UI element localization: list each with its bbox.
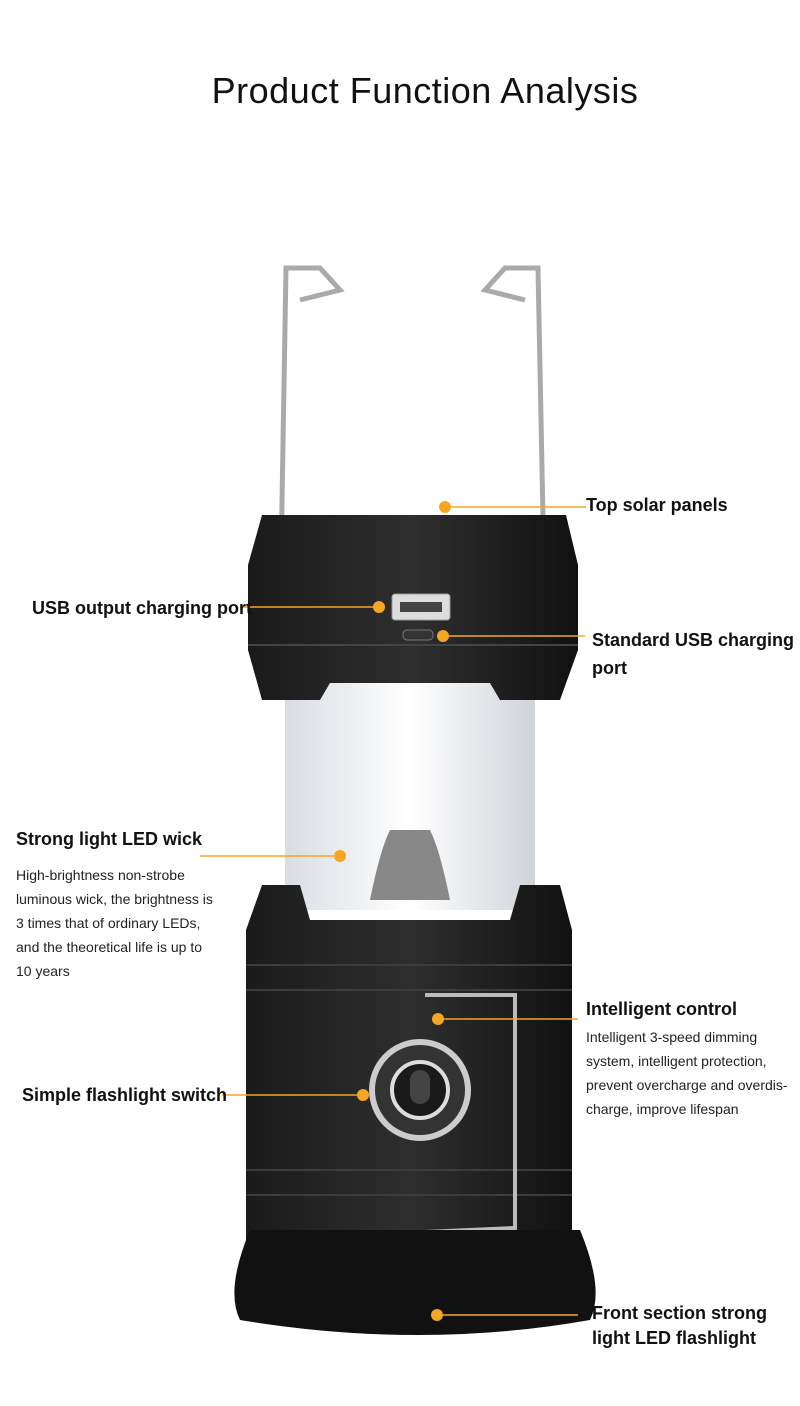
desc-line: system, intelligent protection, [586,1053,767,1069]
label-top-solar-panels: Top solar panels [586,495,728,515]
glass-globe [285,670,535,910]
label-line: port [592,658,627,678]
desc-line: luminous wick, the brightness is [16,891,213,907]
desc-line: and the theoretical life is up to [16,939,203,955]
desc-line: 10 years [16,963,70,979]
desc-line: High-brightness non-strobe [16,867,185,883]
label-led-wick: Strong light LED wick [16,829,203,849]
label-flashlight-switch: Simple flashlight switch [22,1085,228,1105]
label-line: Standard USB charging [592,630,795,650]
desc-led-wick: High-brightness non-strobe luminous wick… [16,863,213,983]
label-front-flashlight: Front section strong light LED flashligh… [592,1301,767,1351]
desc-line: charge, improve lifespan [586,1101,739,1117]
desc-line: Intelligent 3-speed dimming [586,1029,758,1045]
desc-line: prevent overcharge and overdis- [586,1077,788,1093]
handle [277,265,548,621]
label-usb-charging-port: Standard USB charging port [592,626,794,682]
label-line: Front section strong [592,1303,767,1323]
label-intelligent-control: Intelligent control [586,999,737,1019]
base [234,1230,596,1335]
callout-lines [200,506,586,1316]
label-usb-output-port: USB output charging port [32,598,252,618]
micro-usb-port [402,629,434,641]
callout-dots [334,501,451,1321]
page-title: Product Function Analysis [211,70,639,111]
desc-line: 3 times that of ordinary LEDs, [16,915,201,931]
led-bulb [370,830,450,900]
desc-intelligent-control: Intelligent 3-speed dimming system, inte… [586,1025,788,1121]
label-line: light LED flashlight [592,1328,756,1348]
